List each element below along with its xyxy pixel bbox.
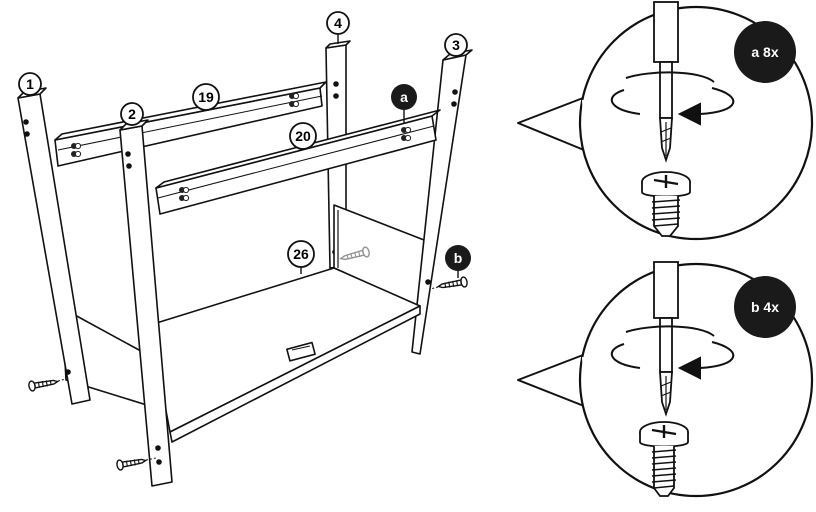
step-label-a: a (400, 89, 408, 105)
screw-front-left (27, 375, 60, 393)
screw-detail-b (639, 421, 689, 497)
detail-badge-b (734, 276, 796, 338)
screw-front-bottom (115, 454, 148, 472)
part-label-3: 3 (452, 37, 460, 53)
step-marker-a: a (391, 84, 417, 124)
detail-label-b: b 4x (751, 299, 779, 315)
detail-bubble-a: a 8x (517, 1, 814, 241)
screw-right (436, 275, 469, 293)
callout-2: 2 (120, 102, 144, 126)
part-label-2: 2 (128, 106, 136, 122)
detail-badge-a (734, 21, 796, 83)
detail-label-a: a 8x (751, 44, 778, 60)
callout-19: 19 (192, 83, 220, 111)
callout-1: 1 (18, 72, 42, 96)
callout-3: 3 (444, 33, 468, 57)
screwdriver-b (653, 261, 679, 417)
detail-bubble-b: b 4x (517, 261, 814, 498)
callout-26: 26 (287, 240, 315, 274)
part-label-19: 19 (198, 89, 214, 105)
step-label-b: b (454, 250, 463, 266)
callout-20: 20 (289, 122, 317, 150)
shelf-connector (286, 341, 316, 362)
part-label-20: 20 (295, 128, 311, 144)
shelf-26 (149, 267, 421, 433)
part-label-4: 4 (334, 15, 342, 31)
part-label-26: 26 (293, 246, 309, 262)
callout-4: 4 (326, 11, 350, 44)
rotate-arrow-b (610, 325, 735, 380)
leg-2 (119, 125, 173, 487)
screw-detail-a (641, 171, 691, 237)
screwdriver-a (653, 1, 679, 163)
part-label-1: 1 (26, 76, 34, 92)
step-marker-b: b (445, 245, 471, 278)
rotate-arrow-a (610, 71, 735, 126)
